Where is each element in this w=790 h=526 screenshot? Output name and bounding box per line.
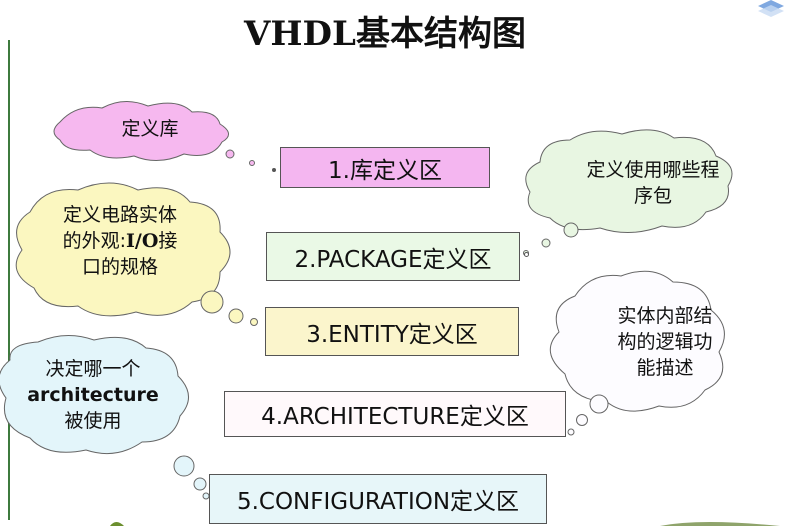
connector-dot [272,168,276,172]
architecture-note-text: 实体内部结 构的逻辑功 能描述 [565,303,765,381]
config-note-line3: 被使用 [64,410,122,432]
entity-note-line3: 口的规格 [81,256,158,278]
package-note-line1: 定义使用哪些程 [586,159,720,181]
cloud-library-note [53,101,255,166]
connector-dot [524,252,529,257]
entity-note-line1: 定义电路实体 [62,204,177,226]
package-section-box: 2.PACKAGE定义区 [266,232,520,281]
architecture-note-line2: 构的逻辑功 [617,331,713,353]
library-note-text: 定义库 [121,118,179,140]
entity-note-line2: 的外观:I/O接 [62,230,178,252]
cloud-package-note [523,129,733,256]
package-note-text: 定义使用哪些程 序包 [548,157,758,209]
cloud-architecture-note [549,270,725,436]
cloud-entity-note [15,182,258,326]
entity-section-box: 3.ENTITY定义区 [265,307,519,356]
architecture-note-line1: 实体内部结 [617,305,713,327]
footer-decoration [110,522,780,526]
entity-note-text: 定义电路实体 的外观:I/O接 口的规格 [20,202,220,280]
cloud-config-note [0,335,210,500]
page-title: VHDL基本结构图 [244,14,526,54]
library-section-box: 1.库定义区 [280,147,490,188]
architecture-section-box: 4.ARCHITECTURE定义区 [224,391,566,437]
package-note-line2: 序包 [633,185,672,207]
config-note-line1: 决定哪一个 [45,358,141,380]
left-divider [8,40,10,520]
config-note-line2: architecture [27,384,159,406]
logo-icon [758,0,784,17]
config-note-text: 决定哪一个 architecture 被使用 [0,356,186,434]
architecture-note-line3: 能描述 [636,357,694,379]
configuration-section-box: 5.CONFIGURATION定义区 [209,474,547,524]
